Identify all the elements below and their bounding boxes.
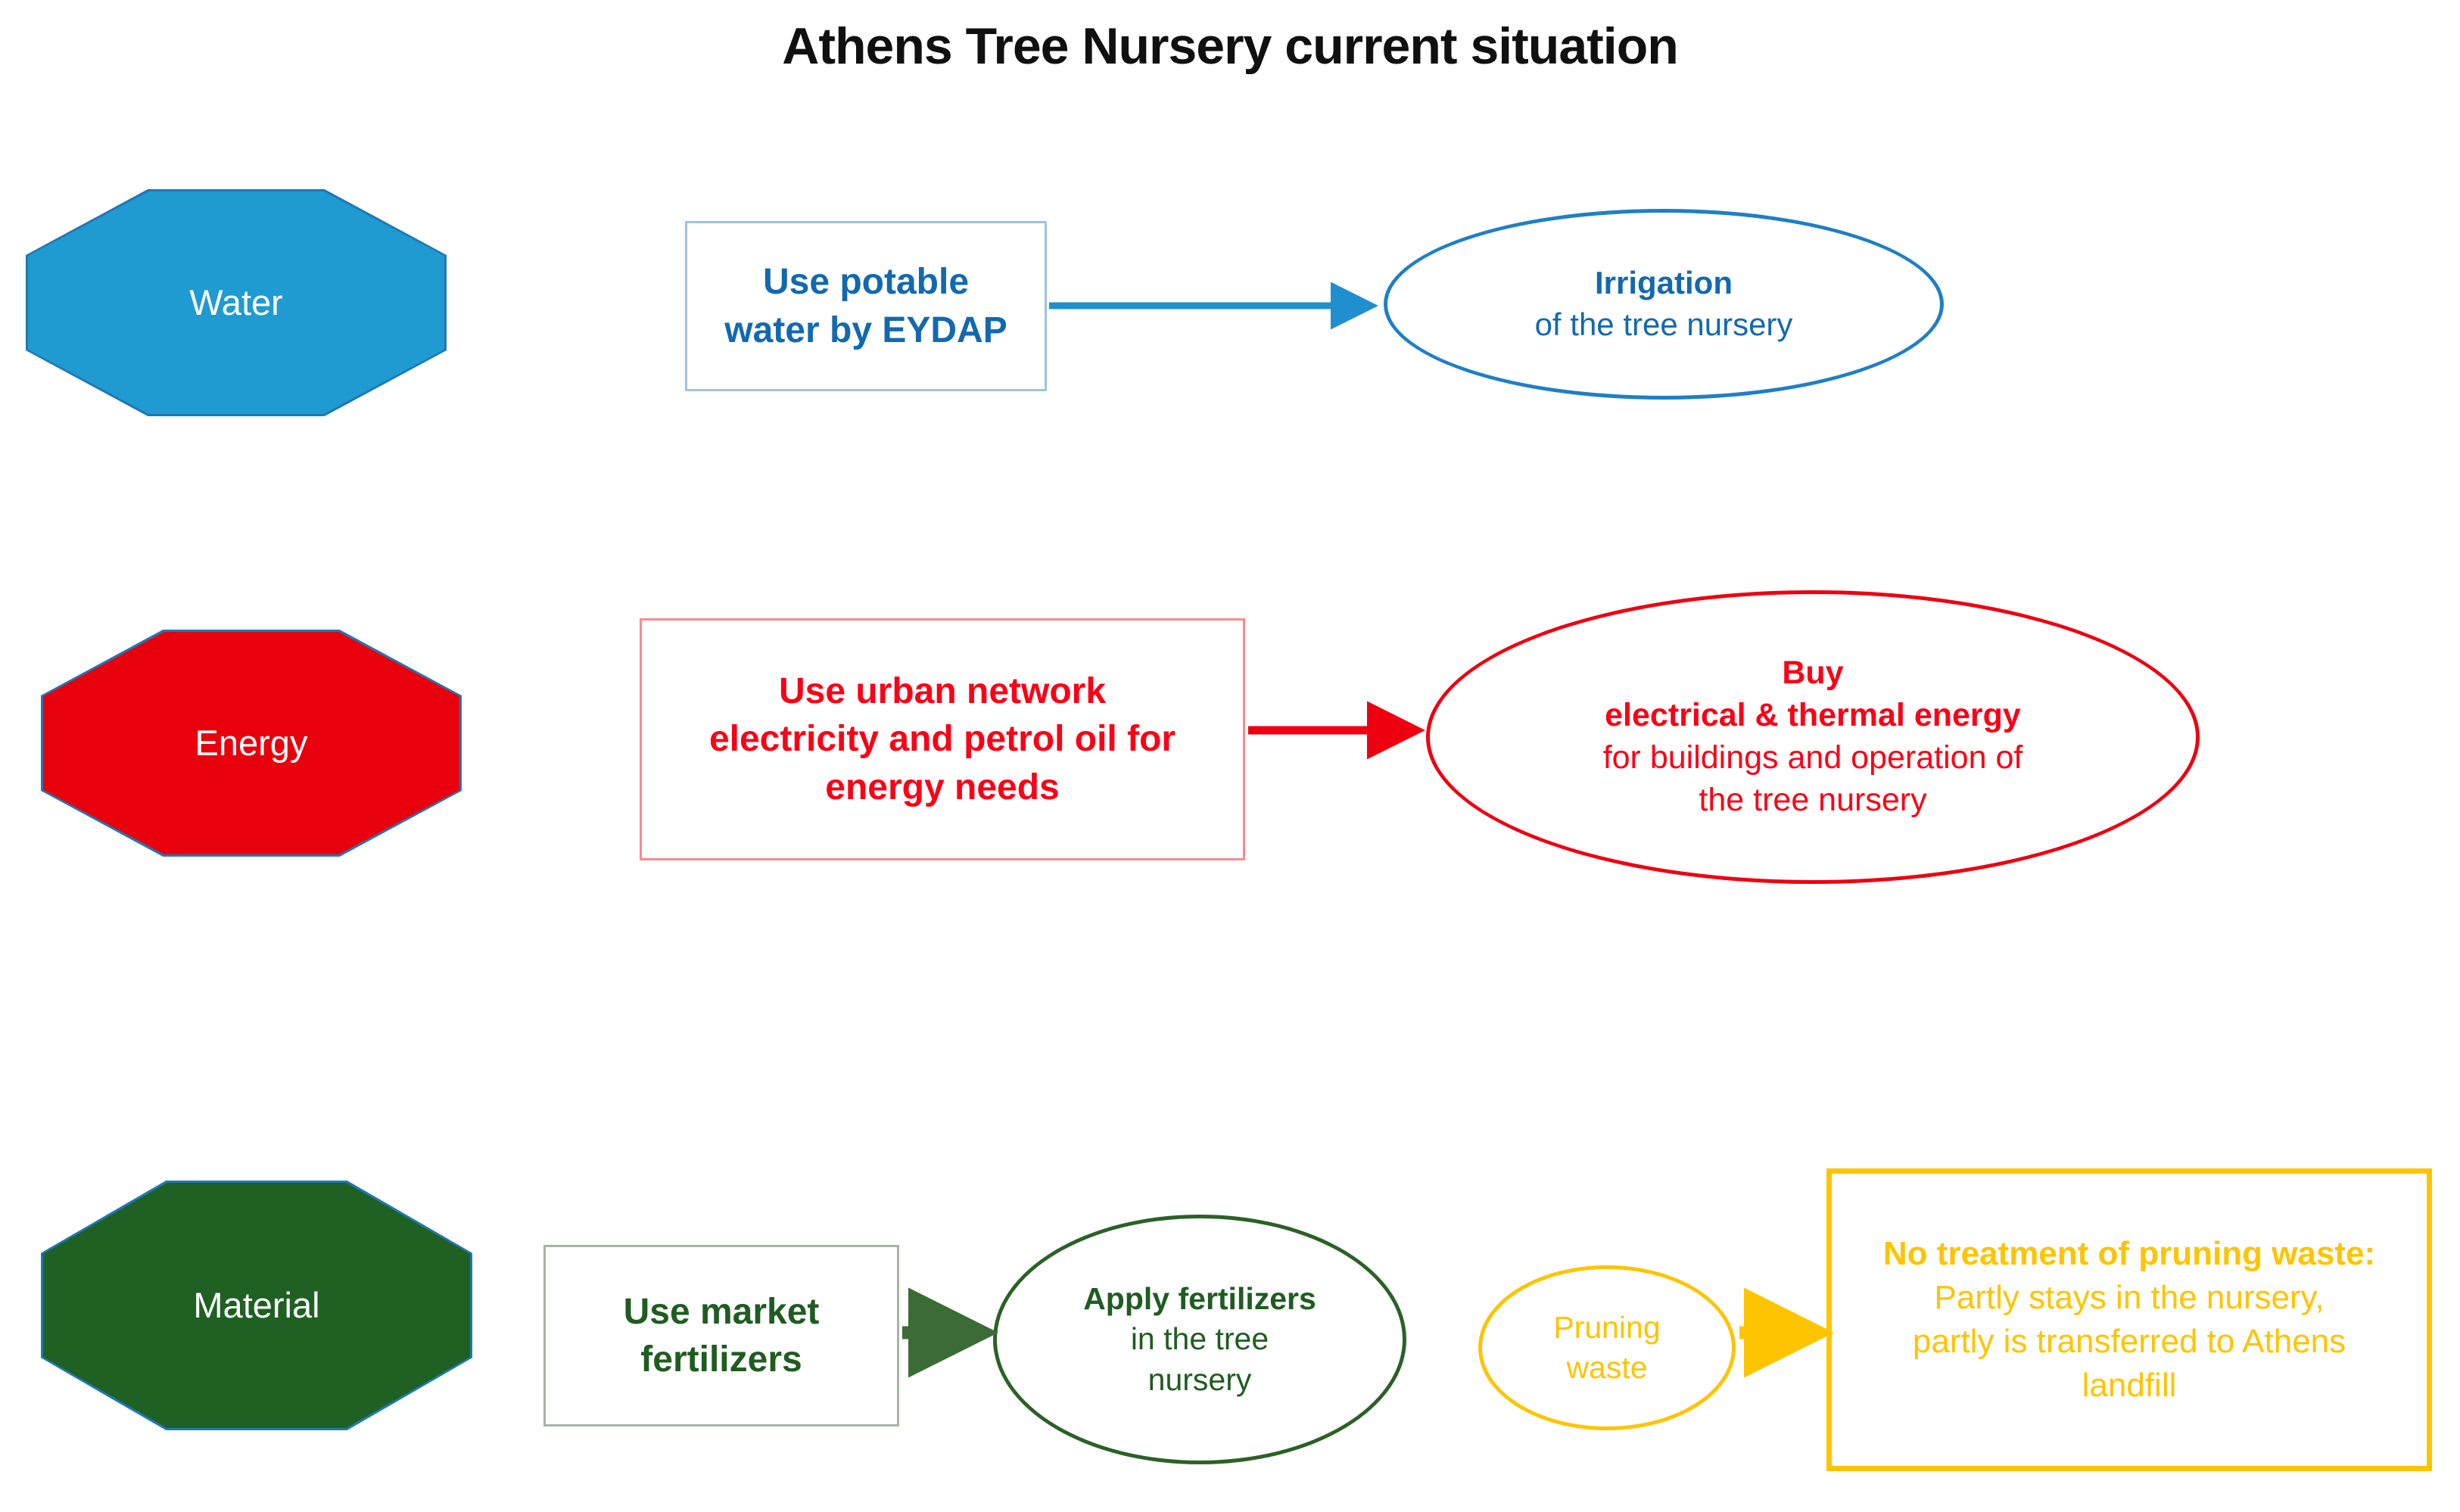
water-outcome-ellipse[interactable]: Irrigation of the tree nursery <box>1384 209 1944 400</box>
energy-process-text: Use urban network electricity and petrol… <box>708 670 1176 807</box>
material-process-box[interactable]: Use market fertilizers <box>543 1245 899 1426</box>
material-process-text: Use market fertilizers <box>623 1291 820 1380</box>
material-node[interactable]: Material <box>43 1183 470 1428</box>
water-process-text: Use potable water by EYDAP <box>724 262 1007 350</box>
material-node-label: Material <box>193 1285 320 1326</box>
energy-outcome-text: Buy electrical & thermal energy for buil… <box>1602 655 2023 818</box>
water-node[interactable]: Water <box>28 191 444 414</box>
pruning-waste-ellipse[interactable]: Pruning waste <box>1478 1265 1736 1430</box>
water-node-label: Water <box>189 282 283 323</box>
water-process-box[interactable]: Use potable water by EYDAP <box>685 221 1047 391</box>
energy-outcome-ellipse[interactable]: Buy electrical & thermal energy for buil… <box>1426 590 2200 884</box>
material-outcome-ellipse[interactable]: Apply fertilizers in the tree nursery <box>993 1215 1406 1464</box>
water-outcome-text: Irrigation of the tree nursery <box>1534 265 1793 342</box>
energy-node-label: Energy <box>195 723 308 764</box>
pruning-waste-text: Pruning waste <box>1553 1309 1661 1385</box>
material-outcome-text: Apply fertilizers in the tree nursery <box>1083 1281 1316 1397</box>
energy-node[interactable]: Energy <box>43 632 459 854</box>
energy-process-box[interactable]: Use urban network electricity and petrol… <box>640 618 1245 860</box>
waste-outcome-box[interactable]: No treatment of pruning waste: Partly st… <box>1826 1168 2432 1471</box>
waste-outcome-text: No treatment of pruning waste: Partly st… <box>1882 1234 2376 1405</box>
page-title: Athens Tree Nursery current situation <box>782 17 1679 75</box>
